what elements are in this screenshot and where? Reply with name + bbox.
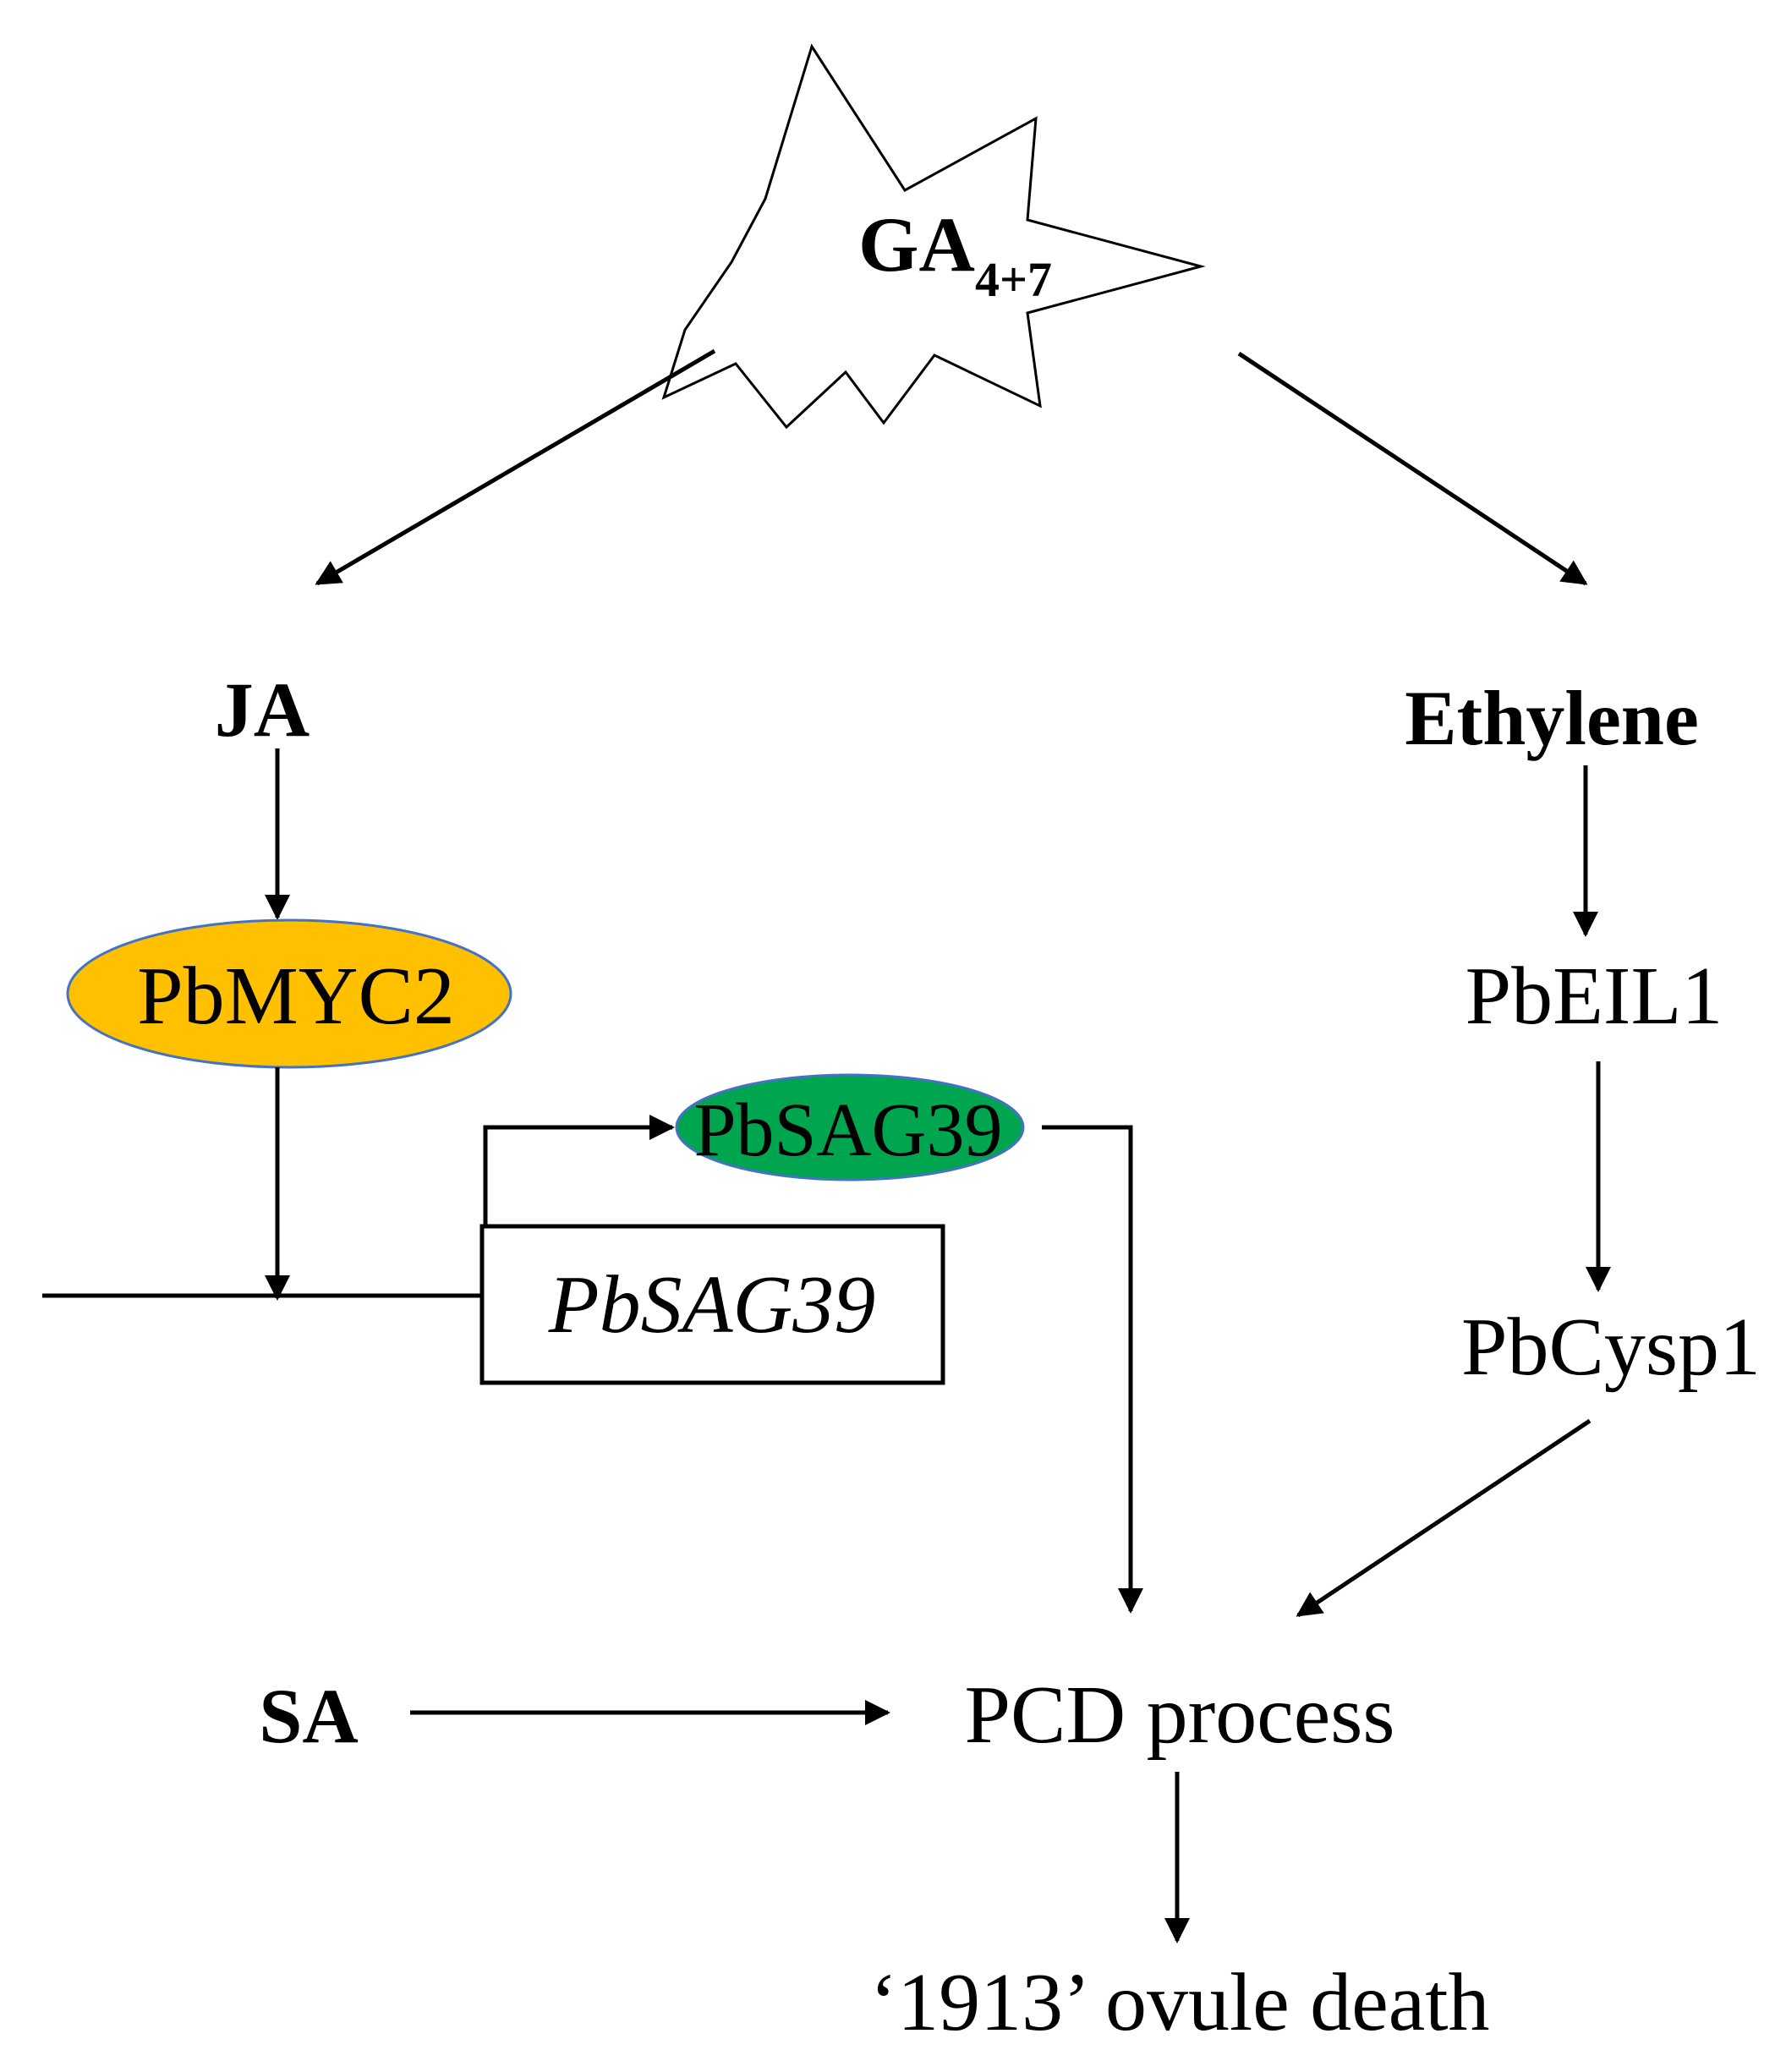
arrow-pbsag39-to-pcd (1042, 1125, 1143, 1614)
arrow-ga-to-ja (315, 348, 716, 586)
arrow-gene-to-protein (483, 1115, 675, 1226)
pbsag39-gene-label: PbSAG39 (548, 1259, 876, 1351)
pbmyc2-label: PbMYC2 (137, 951, 455, 1042)
starburst-shape (661, 43, 1206, 430)
sa-label: SA (259, 1673, 359, 1759)
ja-label: JA (215, 666, 310, 753)
ethylene-label: Ethylene (1405, 675, 1699, 761)
arrow-pbcysp1-to-pcd (1296, 1418, 1591, 1618)
pbsag39-gene-box (479, 1224, 945, 1385)
ga-subscript: 4+7 (975, 252, 1052, 307)
ga-trigger-label: GA4+7 (858, 201, 1052, 307)
pcd-process-label: PCD process (964, 1669, 1394, 1761)
pbeil1-label: PbEIL1 (1465, 951, 1723, 1042)
pbsag39-protein-ellipse (675, 1073, 1025, 1181)
pbmyc2-ellipse (66, 918, 512, 1069)
pbcysp1-label: PbCysp1 (1461, 1302, 1761, 1393)
ga-text: GA (858, 201, 975, 288)
pbsag39-protein-label: PbSAG39 (693, 1088, 1002, 1172)
ovule-death-label: ‘1913’ ovule death (870, 1957, 1490, 2048)
arrow-ga-to-ethylene (1237, 351, 1588, 586)
